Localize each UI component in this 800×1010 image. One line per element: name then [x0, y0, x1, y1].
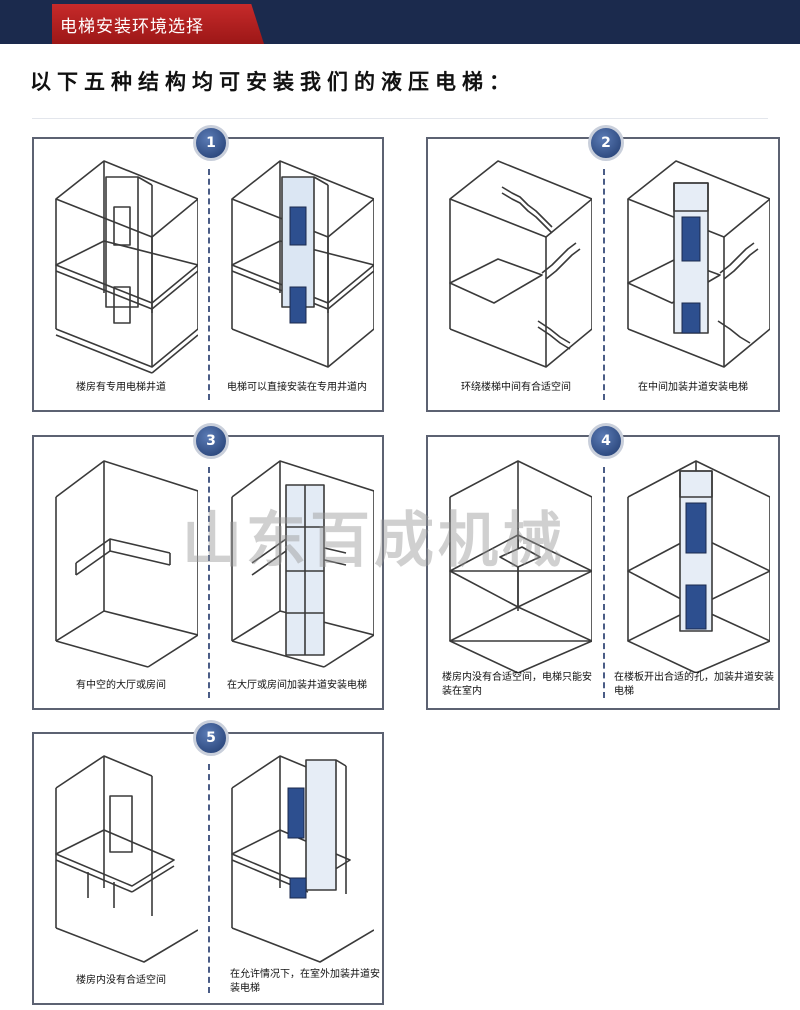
right-caption: 在楼板开出合适的孔，加装井道安装电梯: [614, 672, 774, 697]
header-divider: [32, 118, 768, 119]
title-tab: [52, 4, 264, 44]
section-panel-5: 5 楼房内没有合适空间 在允许情况下，在室外加装井道安装电梯: [32, 720, 384, 1005]
outdoor-elevator-illustration: [231, 755, 374, 963]
section-panel-1: 1 楼房有专用电梯井道 电梯可以直接安装在专用井道内: [32, 125, 384, 412]
building-with-shaft-illustration: [55, 160, 198, 374]
right-caption: 在中间加装井道安装电梯: [638, 382, 748, 393]
panel-divider: [208, 764, 210, 993]
section-panel-2: 2 环绕楼梯中间有合适空间 在中间加: [426, 125, 780, 412]
right-caption: 电梯可以直接安装在专用井道内: [227, 382, 367, 393]
section-panel-3: 3 有中空的大厅或房间 在大厅或房间加装井道安装电梯: [32, 423, 384, 710]
left-caption: 楼房有专用电梯井道: [76, 382, 166, 393]
left-caption: 楼房内没有合适空间: [76, 975, 166, 986]
panel-divider: [208, 169, 210, 400]
left-caption: 有中空的大厅或房间: [76, 680, 166, 691]
left-caption: 楼房内没有合适空间，电梯只能安装在室内: [442, 672, 592, 697]
right-caption: 在大厅或房间加装井道安装电梯: [227, 680, 367, 691]
left-caption: 环绕楼梯中间有合适空间: [461, 382, 571, 393]
tab-title: 电梯安装环境选择: [60, 17, 204, 37]
section-number-badge: 1: [193, 125, 229, 161]
elevator-in-shaft-illustration: [231, 160, 374, 368]
stairwell-illustration: [449, 160, 592, 368]
right-caption: 在允许情况下，在室外加装井道安装电梯: [230, 969, 380, 994]
section-number-badge: 3: [193, 423, 229, 459]
section-number-badge: 2: [588, 125, 624, 161]
section-panel-4: 4 楼房内没有合适空间，电梯只能安装在室内 在楼板开出合适的孔，加装井道安装电梯: [426, 423, 780, 710]
section-number-badge: 4: [588, 423, 624, 459]
floor-slab-illustration: [449, 460, 592, 673]
open-hall-illustration: [55, 460, 198, 668]
panel-divider: [603, 169, 605, 400]
page-headline: 以下五种结构均可安装我们的液压电梯：: [30, 69, 516, 94]
section-number-badge: 5: [193, 720, 229, 756]
elevator-in-stairwell-illustration: [627, 160, 770, 368]
elevator-through-slab-illustration: [627, 460, 770, 673]
panel-divider: [603, 467, 605, 698]
company-watermark: 山东百成机械: [182, 506, 566, 576]
panel-divider: [208, 467, 210, 698]
glass-shaft-in-hall-illustration: [231, 460, 374, 668]
building-no-space-illustration: [55, 755, 198, 963]
